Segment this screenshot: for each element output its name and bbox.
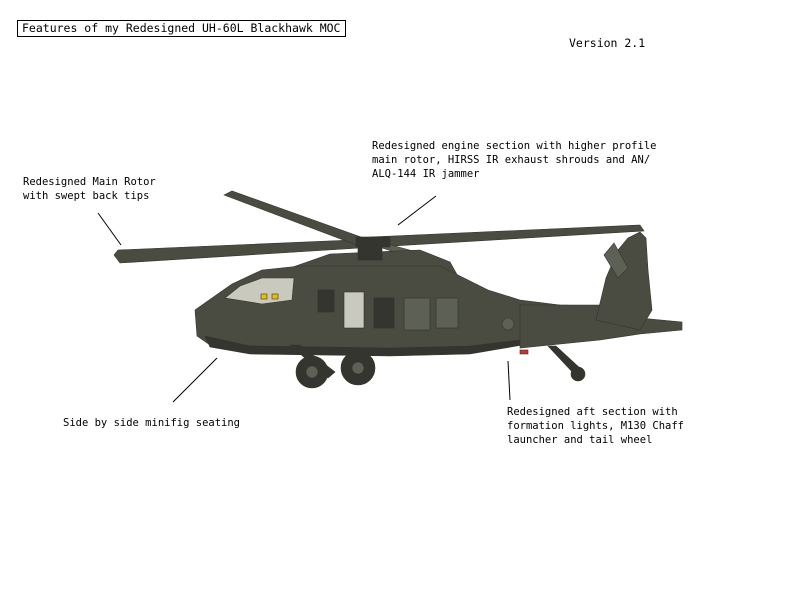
side-window-2 [373, 297, 395, 329]
side-window-1 [317, 289, 335, 313]
callout-aft-section: Redesigned aft section with formation li… [507, 406, 685, 446]
side-window-4 [435, 297, 459, 329]
tail-fin [595, 231, 653, 331]
blackhawk-model [113, 190, 683, 389]
cabin-door-opening [343, 291, 365, 329]
tail-roundel [501, 317, 515, 331]
tail-rotor [603, 242, 629, 279]
main-wheel-rear-hub [351, 361, 365, 375]
pilot-figure-right [271, 293, 279, 300]
callout-engine-section: Redesigned engine section with higher pr… [372, 140, 657, 180]
leader-line-seating [172, 357, 218, 403]
main-wheel-front-hub [305, 365, 319, 379]
diagram-title: Features of my Redesigned UH-60L Blackha… [17, 20, 346, 37]
chaff-launcher [519, 349, 529, 355]
pilot-figure-left [260, 293, 268, 300]
callout-seating: Side by side minifig seating [63, 417, 241, 429]
rotor-blade-back [223, 190, 373, 248]
rotor-blade-right [369, 224, 645, 248]
version-label: Version 2.1 [569, 36, 646, 50]
rotor-mast [357, 245, 383, 261]
leader-line-aft [507, 360, 511, 401]
leader-line-engine [397, 195, 437, 226]
callout-main-rotor: Redesigned Main Rotor with swept back ti… [23, 176, 156, 202]
leader-line-rotor [97, 212, 122, 246]
side-window-3 [403, 297, 431, 331]
rotor-hub [355, 236, 391, 248]
tail-wheel [570, 366, 586, 382]
